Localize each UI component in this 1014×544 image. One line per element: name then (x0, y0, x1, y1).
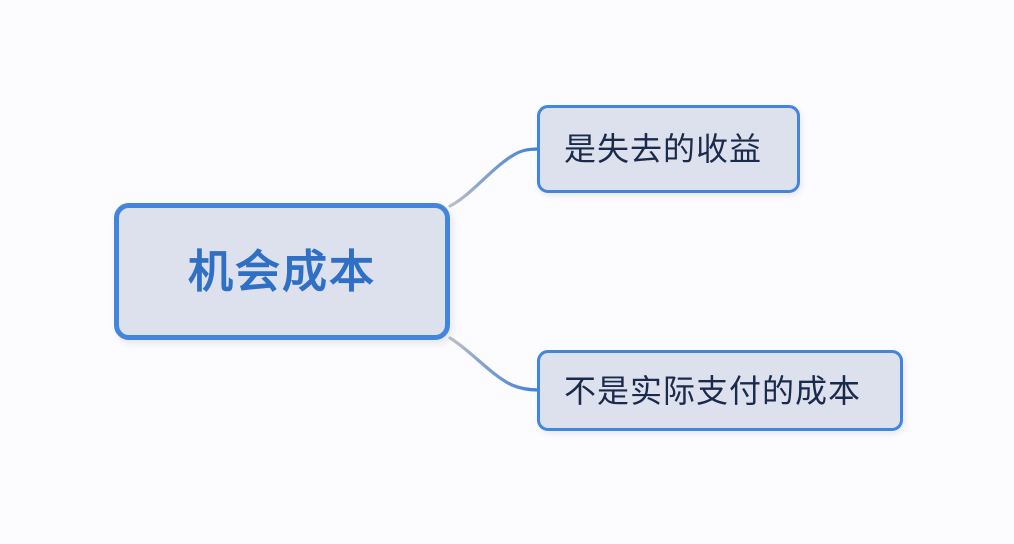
child-node-label: 不是实际支付的成本 (564, 372, 862, 409)
child-node-label: 是失去的收益 (564, 131, 763, 167)
connector-root-to-child-1 (448, 336, 541, 392)
root-node-label: 机会成本 (187, 246, 376, 297)
connector-root-to-child-0 (448, 147, 541, 208)
root-node[interactable]: 机会成本 (114, 203, 450, 340)
child-node-forgone-benefit[interactable]: 是失去的收益 (537, 105, 800, 193)
child-node-not-actual-cost[interactable]: 不是实际支付的成本 (537, 350, 903, 431)
